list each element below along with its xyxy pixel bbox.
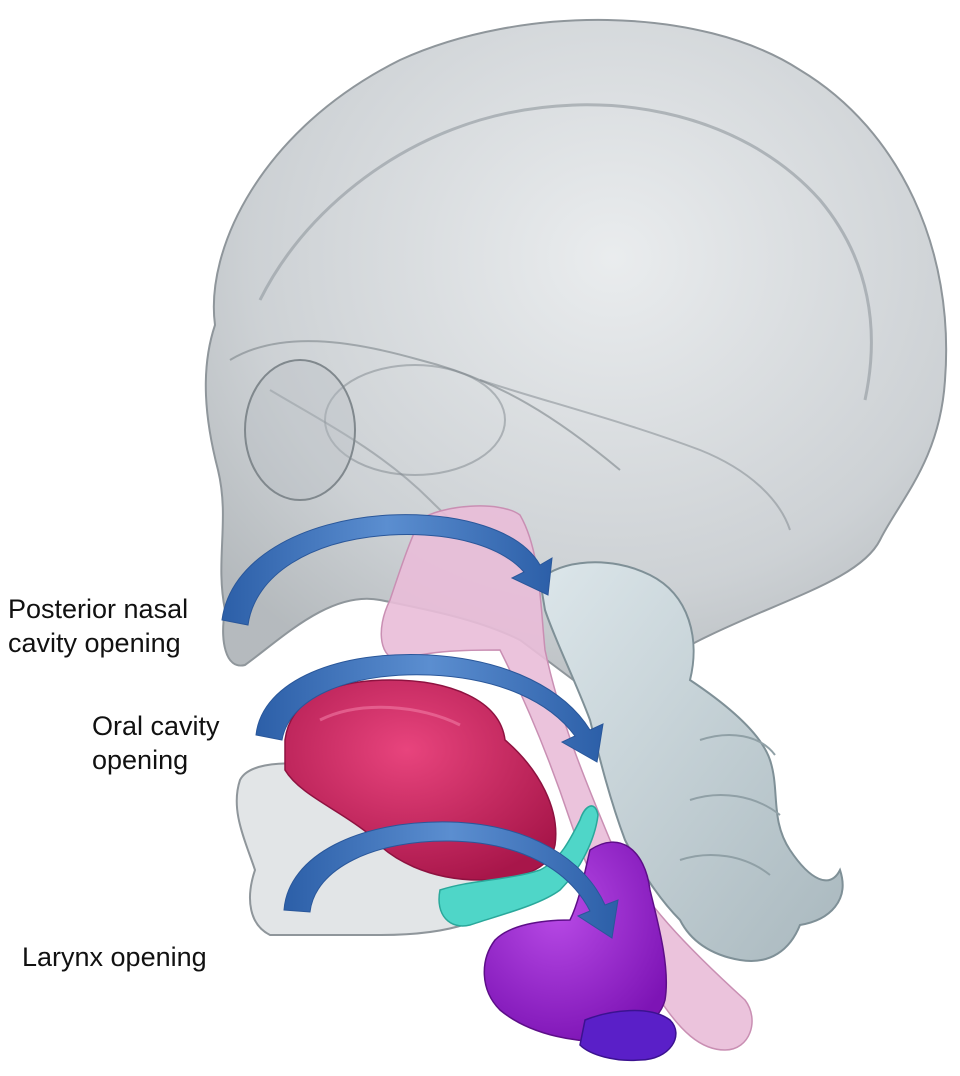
label-line: Posterior nasal <box>8 594 189 624</box>
larynx <box>483 841 677 1062</box>
label-line: Larynx opening <box>22 942 207 972</box>
arrow-nasal <box>221 514 553 626</box>
label-larynx-opening: Larynx opening <box>22 940 207 974</box>
label-oral-cavity-opening: Oral cavity opening <box>92 709 220 777</box>
arrow-larynx <box>283 821 619 939</box>
arrow-oral <box>255 653 604 763</box>
cervical-spine <box>538 561 844 962</box>
label-line: Oral cavity <box>92 711 220 741</box>
label-posterior-nasal-cavity-opening: Posterior nasal cavity opening <box>8 592 188 660</box>
hyoid-bone <box>438 805 599 927</box>
label-line: opening <box>92 745 189 775</box>
label-line: cavity opening <box>8 628 181 658</box>
